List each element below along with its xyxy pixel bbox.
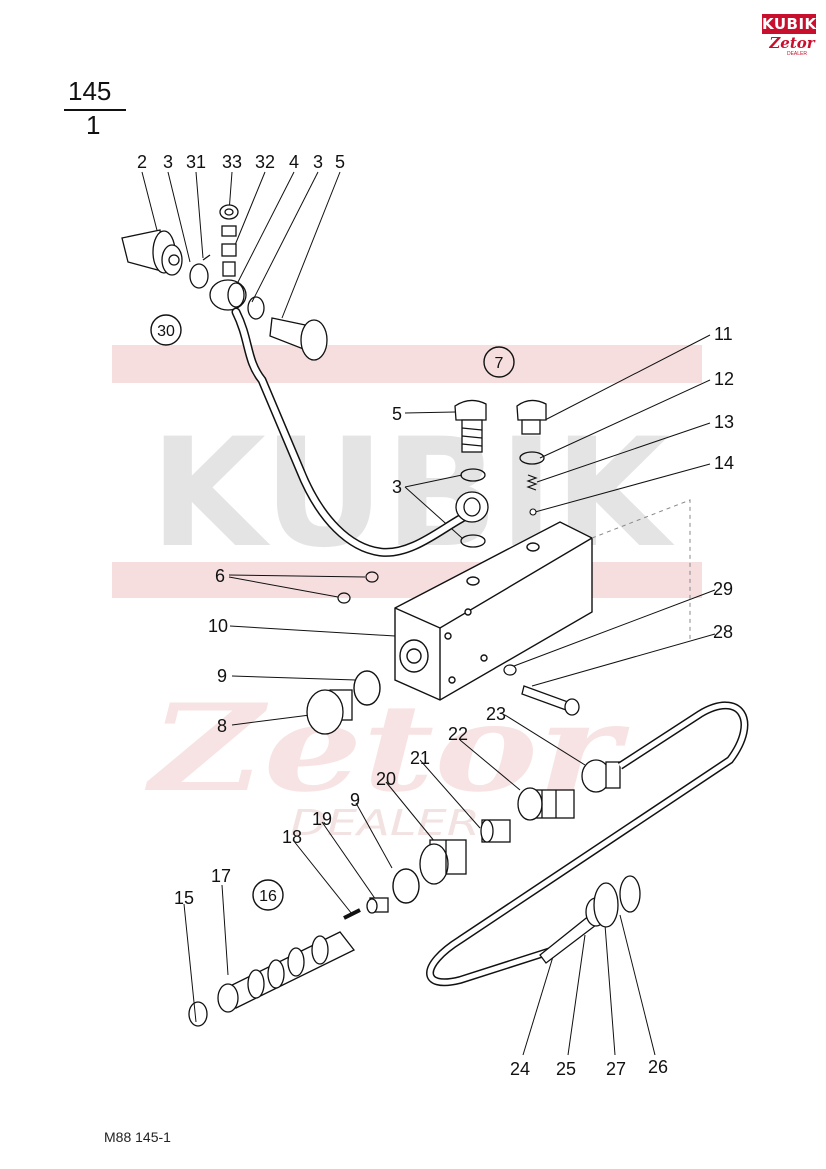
page-number: 145 1 <box>64 76 128 140</box>
callout-20: 20 <box>376 769 396 789</box>
alignment-dash-line <box>591 499 691 640</box>
sealing-ring-part-12 <box>519 451 545 465</box>
pin-part-31 <box>202 254 211 261</box>
bolt-part-28 <box>521 685 580 716</box>
plug-part-8 <box>306 689 353 735</box>
group-marker-16: 16 <box>252 879 284 911</box>
leader-lines <box>141 171 716 1056</box>
watermark-stripe <box>112 345 702 383</box>
callout-4: 4 <box>289 152 299 172</box>
valve-block-part-10 <box>394 521 593 701</box>
sealing-ring-part-3 <box>189 263 209 289</box>
watermark: KUBIK Zetor DEALER <box>112 345 702 844</box>
valve-seat-part-19 <box>366 897 389 914</box>
o-ring-part-6 <box>337 592 351 604</box>
banjo-eye-part-3 <box>455 491 489 523</box>
page-number-denominator: 1 <box>86 110 101 140</box>
banjo-eye-part-4 <box>209 279 247 311</box>
callout-15: 15 <box>174 888 194 908</box>
callout-6: 6 <box>215 566 225 586</box>
watermark-stripe <box>112 562 702 598</box>
callout-14: 14 <box>714 453 734 473</box>
bowden-cable-inner <box>427 702 747 985</box>
callout-10: 10 <box>208 616 228 636</box>
sealing-ring-part-3 <box>460 468 486 482</box>
callout-19: 19 <box>312 809 332 829</box>
sleeve-part-21 <box>480 819 511 843</box>
callout-8: 8 <box>217 716 227 736</box>
callout-5: 5 <box>335 152 345 172</box>
document-code: M88 145-1 <box>104 1129 171 1145</box>
callout-labels: 2 3 31 33 32 4 3 5 11 12 13 14 5 3 6 10 … <box>137 152 734 1079</box>
nut-part-20 <box>419 839 467 885</box>
callout-5: 5 <box>392 404 402 424</box>
callout-22: 22 <box>448 724 468 744</box>
callout-3: 3 <box>392 477 402 497</box>
kubik-zetor-logo: KUBIK Zetor DEALER <box>762 14 816 58</box>
callout-25: 25 <box>556 1059 576 1079</box>
sealing-ring-part-15 <box>188 1001 208 1027</box>
callout-3: 3 <box>313 152 323 172</box>
sealing-ring-part-3 <box>247 296 265 320</box>
page-number-numerator: 145 <box>68 76 112 106</box>
logo-brand: KUBIK <box>762 14 817 34</box>
callout-24: 24 <box>510 1059 530 1079</box>
sealing-ring-part-3 <box>460 534 486 548</box>
callout-28: 28 <box>713 622 733 642</box>
adapter-part-22 <box>517 787 575 821</box>
callout-32: 32 <box>255 152 275 172</box>
callout-26: 26 <box>648 1057 668 1077</box>
group-label: 7 <box>495 355 504 372</box>
callout-23: 23 <box>486 704 506 724</box>
spool-part-17 <box>217 931 356 1013</box>
sealing-ring-part-9 <box>353 670 381 706</box>
callout-33: 33 <box>222 152 242 172</box>
valve-insert-parts-32-33 <box>219 204 239 277</box>
pin-part-18 <box>343 908 361 920</box>
callout-27: 27 <box>606 1059 626 1079</box>
callout-9: 9 <box>217 666 227 686</box>
callout-12: 12 <box>714 369 734 389</box>
o-ring-part-6 <box>365 571 379 583</box>
washer-part-29 <box>503 664 517 676</box>
callout-3: 3 <box>163 152 173 172</box>
ball-part-14 <box>529 508 537 516</box>
brake-pipe-inner <box>233 309 465 556</box>
callout-21: 21 <box>410 748 430 768</box>
group-label: 30 <box>157 323 175 340</box>
group-marker-30: 30 <box>150 314 182 346</box>
watermark-tag: DEALER <box>290 803 480 844</box>
callout-13: 13 <box>714 412 734 432</box>
callout-9: 9 <box>350 790 360 810</box>
callout-17: 17 <box>211 866 231 886</box>
plug-part-11 <box>516 399 547 435</box>
sealing-ring-part-9 <box>392 868 420 904</box>
banjo-bolt-part-2 <box>121 229 183 276</box>
spring-part-13 <box>526 474 538 491</box>
banjo-bolt-part-5 <box>269 317 328 361</box>
cable-sleeve-part-23 <box>581 759 621 793</box>
callout-2: 2 <box>137 152 147 172</box>
callout-31: 31 <box>186 152 206 172</box>
callout-11: 11 <box>714 324 733 344</box>
group-label: 16 <box>259 888 277 905</box>
callout-29: 29 <box>713 579 733 599</box>
logo-tag: DEALER <box>786 51 807 57</box>
banjo-bolt-part-5 <box>454 399 487 453</box>
fraction-rule <box>64 109 126 111</box>
logo-sub-brand: Zetor <box>769 34 815 52</box>
callout-18: 18 <box>282 827 302 847</box>
group-marker-7: 7 <box>483 346 515 378</box>
pull-handle-parts-24-27 <box>539 875 641 964</box>
